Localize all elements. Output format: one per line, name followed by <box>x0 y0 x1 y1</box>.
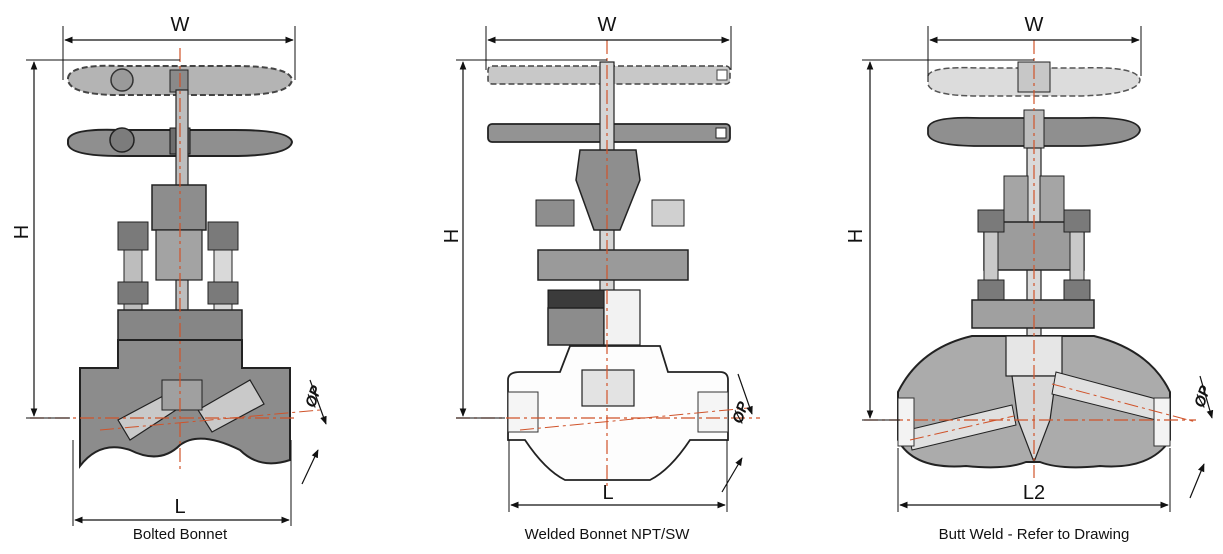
caption-bolted-bonnet: Bolted Bonnet <box>132 526 228 543</box>
fig2-p-label: ØP <box>729 399 752 426</box>
fig3-h-label: H <box>845 229 867 243</box>
fig2-l-label: L <box>602 482 613 504</box>
caption-butt-weld: Butt Weld - Refer to Drawing <box>938 526 1130 543</box>
fig1-w-label: W <box>171 14 190 36</box>
fig1-p-label: ØP <box>302 383 325 410</box>
fig1-h-label: H <box>11 225 33 239</box>
fig1-l-label: L <box>174 496 185 518</box>
fig2-h-label: H <box>441 229 463 243</box>
fig3-p-label: ØP <box>1191 383 1214 410</box>
caption-welded-bonnet: Welded Bonnet NPT/SW <box>524 526 690 543</box>
welded-bonnet-valve-drawing <box>456 26 760 512</box>
butt-weld-valve-drawing <box>862 26 1214 512</box>
fig3-l2-label: L2 <box>1023 482 1045 504</box>
fig3-w-label: W <box>1025 14 1044 36</box>
bolted-bonnet-valve-drawing <box>26 26 327 526</box>
fig2-w-label: W <box>598 14 617 36</box>
